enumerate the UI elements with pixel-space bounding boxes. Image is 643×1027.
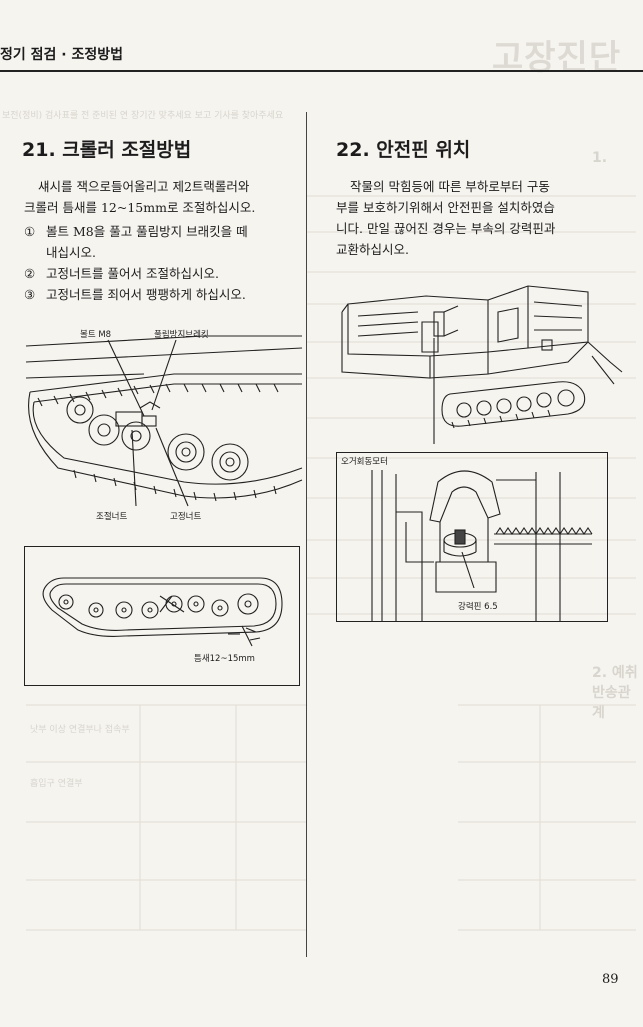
step-number: ② [24, 266, 36, 281]
bleed-through-heading: 1. [592, 150, 608, 166]
step-item: 내십시오. [24, 242, 296, 263]
crawler-gap-diagram [24, 546, 300, 686]
paragraph-line: 교환하십시오. [336, 242, 409, 257]
step-text: 고정너트를 풀어서 조절하십시오. [46, 266, 219, 281]
bleed-through-text: 보전(정비) 검사표를 전 준비된 연 장기간 맞추세요 보고 기사를 찾아주세… [2, 111, 284, 121]
paragraph-line: 작물의 막힘등에 따른 부하로부터 구동 [350, 179, 550, 194]
step-item: ③ 고정너트를 죄어서 팽팽하게 하십시오. [24, 284, 296, 305]
paragraph-line: 부를 보호하기위해서 안전핀을 설치하였습 [336, 200, 555, 215]
bleed-through-heading: 2. 예취반송관계 [592, 665, 638, 721]
section-22-title: 22. 안전핀 위치 [336, 139, 471, 161]
page-header-title: 정기 점검 · 조정방법 [0, 47, 123, 63]
bleed-through-text: 흡입구 연결부 [30, 779, 83, 789]
step-text: 볼트 M8을 풀고 풀림방지 브래킷을 떼 [46, 224, 248, 239]
paragraph-line: 섀시를 잭으로들어올리고 제2트랙롤러와 [38, 179, 250, 194]
step-item: ① 볼트 M8을 풀고 풀림방지 브래킷을 떼 [24, 221, 296, 242]
paragraph-line: 크롤러 틈새를 12~15mm로 조절하십시오. [24, 200, 256, 215]
section-21-paragraph: 섀시를 잭으로들어올리고 제2트랙롤러와 크롤러 틈새를 12~15mm로 조절… [24, 176, 292, 218]
combine-machine-illustration [341, 285, 623, 444]
step-text: 내십시오. [46, 245, 96, 260]
header-rule [0, 70, 643, 72]
safety-pin-detail-illustration [336, 452, 608, 622]
step-number: ③ [24, 287, 36, 302]
step-text: 고정너트를 죄어서 팽팽하게 하십시오. [46, 287, 246, 302]
step-item: ② 고정너트를 풀어서 조절하십시오. [24, 263, 296, 284]
section-21-steps: ① 볼트 M8을 풀고 풀림방지 브래킷을 떼 내십시오. ② 고정너트를 풀어서 … [24, 221, 296, 305]
step-number: ① [24, 224, 36, 239]
page-number: 89 [602, 972, 619, 987]
crawler-adjustment-illustration [25, 335, 303, 507]
figure-label-gap: 틈새12~15mm [194, 654, 255, 664]
column-divider [306, 112, 307, 957]
figure-label-pin: 강력핀 6.5 [458, 602, 498, 612]
section-22-paragraph: 작물의 막힘등에 따른 부하로부터 구동 부를 보호하기위해서 안전핀을 설치하… [336, 176, 616, 260]
section-21-title: 21. 크롤러 조절방법 [22, 139, 192, 161]
step-number [24, 242, 46, 263]
figure-label-lock-nut: 고정너트 [170, 512, 202, 522]
bleed-through-text: 낫부 이상 연결부나 접속부 [30, 725, 130, 735]
figure-label-motor: 오거회동모터 [341, 457, 388, 467]
figure-label-bolt: 볼트 M8 [80, 330, 112, 340]
figure-label-bracket: 풀림방지브레킷 [154, 330, 209, 340]
figure-label-adjust-nut: 조절너트 [96, 512, 128, 522]
paragraph-line: 니다. 만일 끊어진 경우는 부속의 강력핀과 [336, 221, 556, 236]
